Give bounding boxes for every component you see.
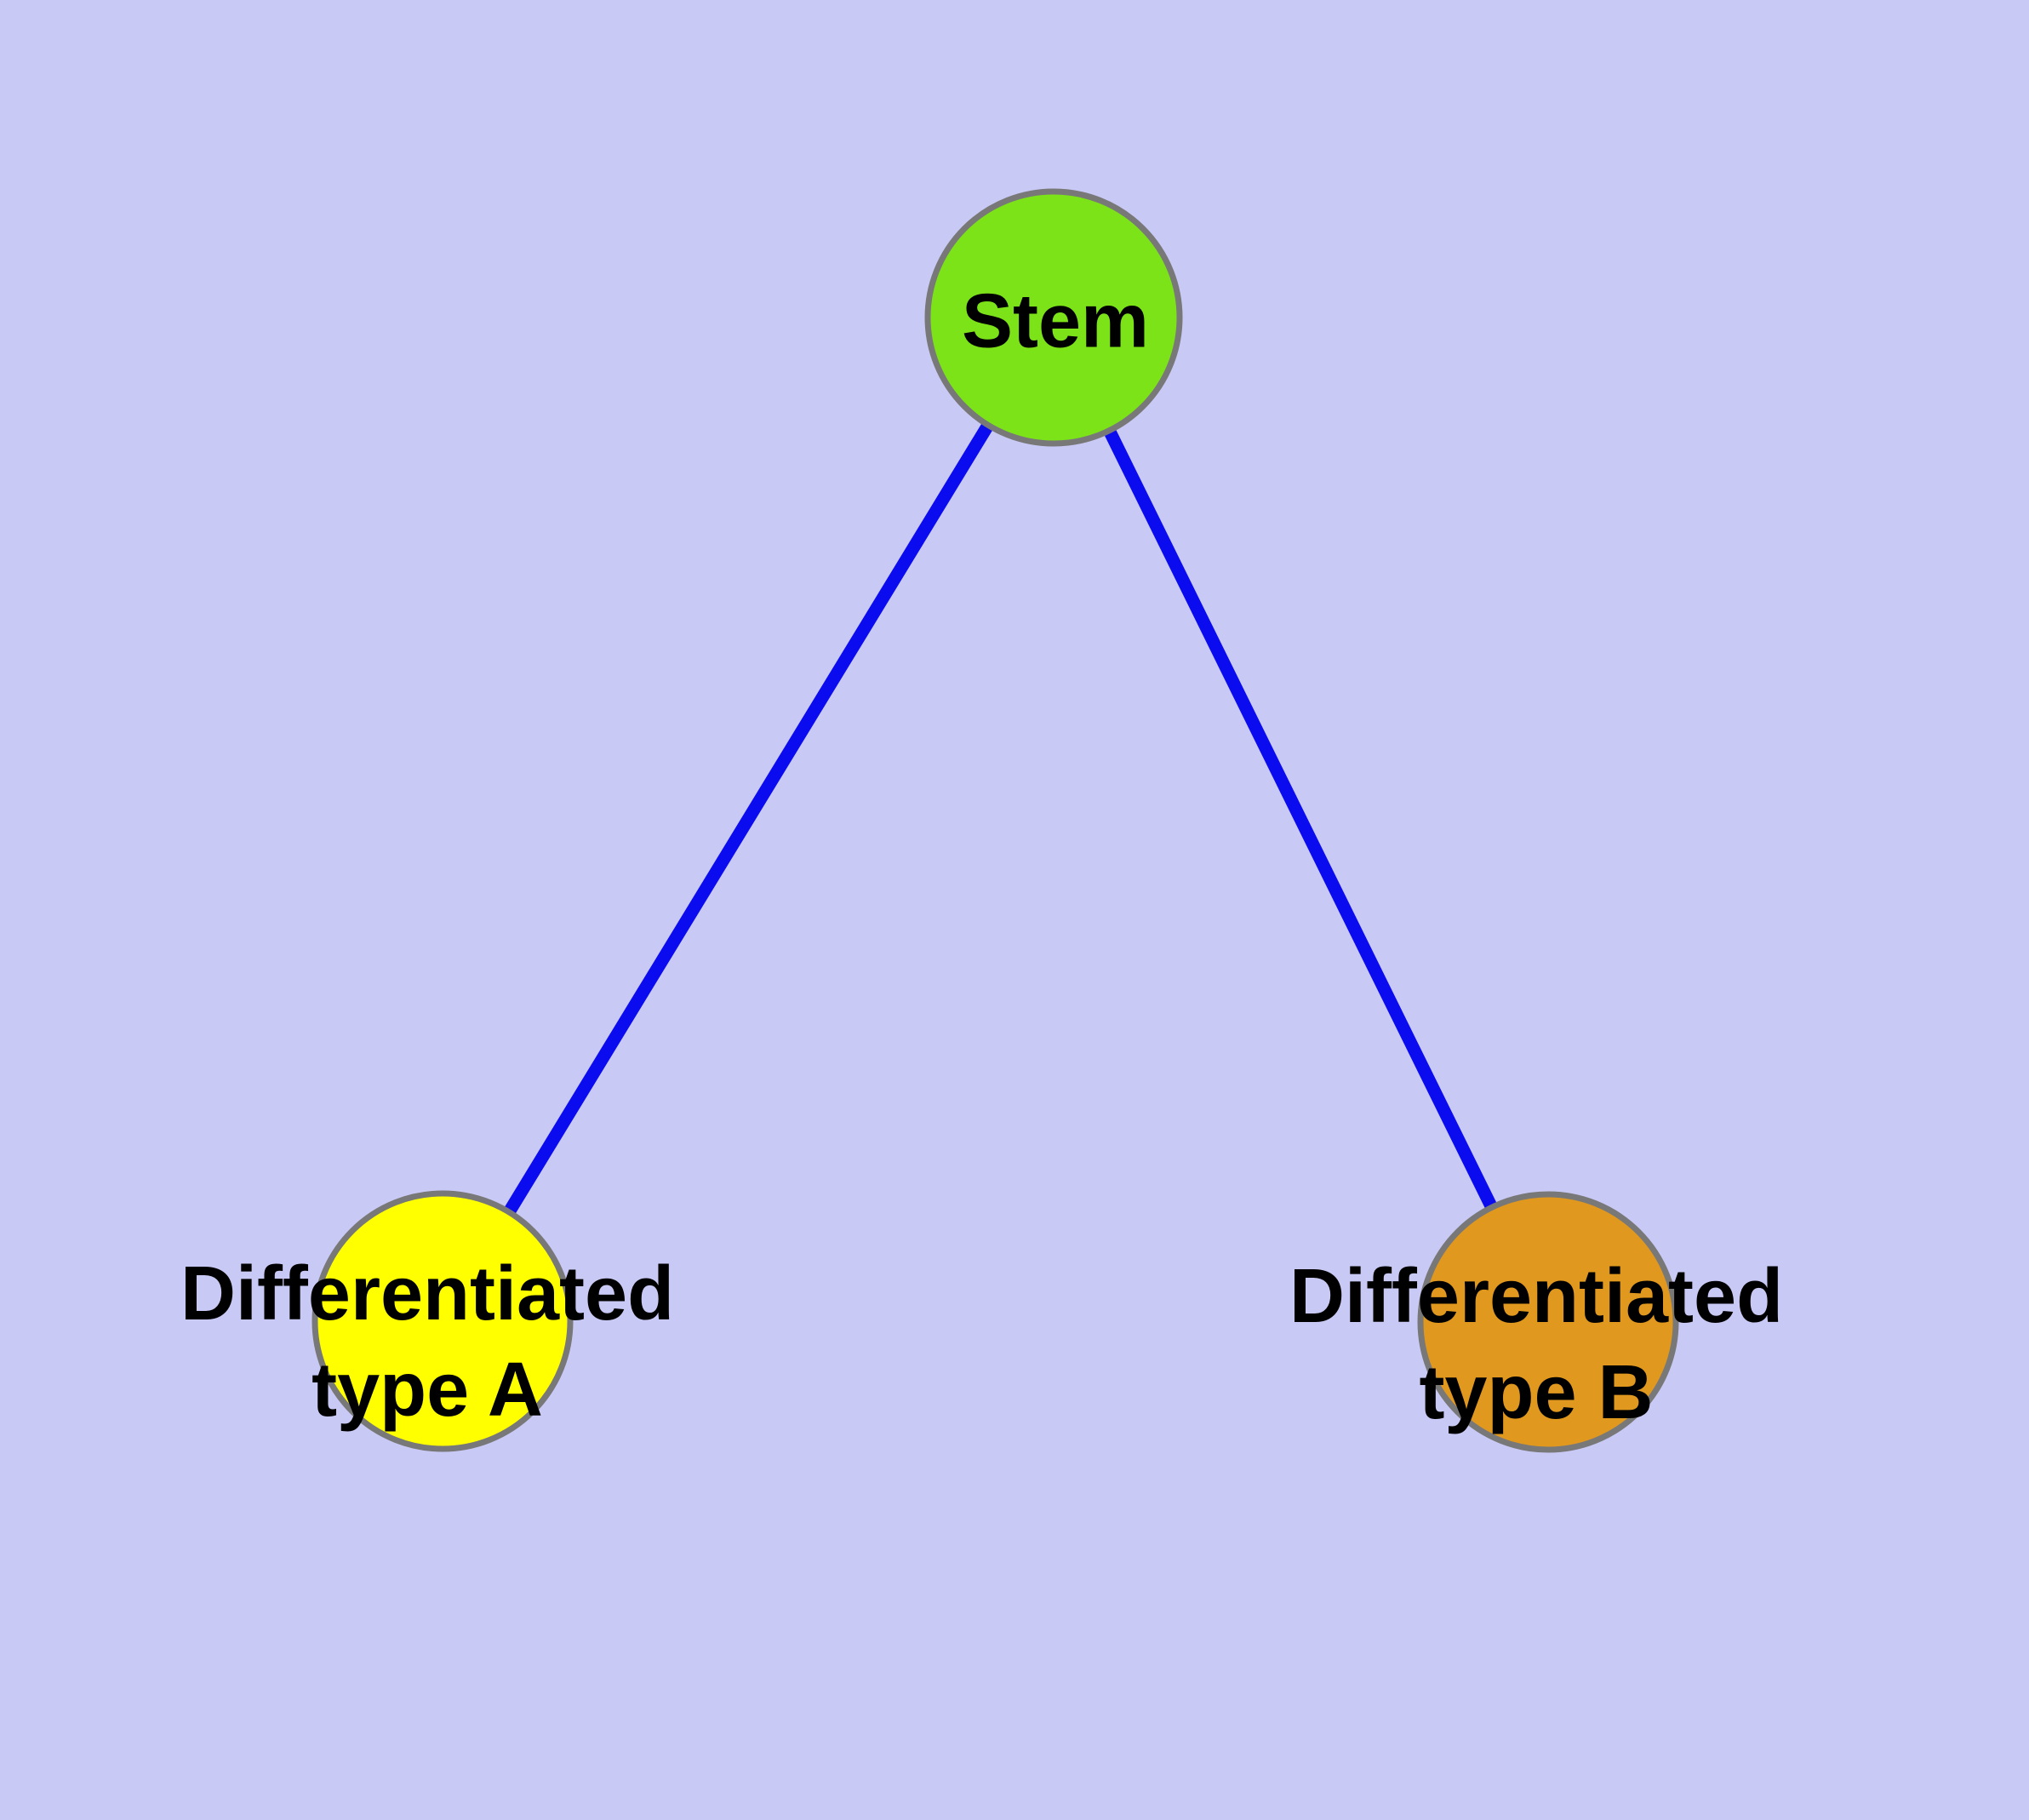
- node-stem-label: Stem: [962, 274, 1149, 370]
- node-type-b-label: Differentiated type B: [1289, 1249, 1783, 1441]
- label-line: type A: [311, 1348, 543, 1433]
- label-line: Differentiated: [180, 1251, 675, 1336]
- label-line: type B: [1419, 1350, 1654, 1435]
- label-line: Differentiated: [1289, 1254, 1784, 1339]
- label-line: Stem: [961, 278, 1150, 364]
- node-type-a-circle: [311, 1190, 574, 1452]
- node-type-b-circle: [1417, 1191, 1679, 1453]
- edge-stem-to-type-a: [437, 314, 1060, 1325]
- edge-stem-to-type-b: [1048, 314, 1554, 1325]
- node-type-a-label: Differentiated type A: [180, 1246, 674, 1439]
- node-stem-circle: [924, 188, 1183, 447]
